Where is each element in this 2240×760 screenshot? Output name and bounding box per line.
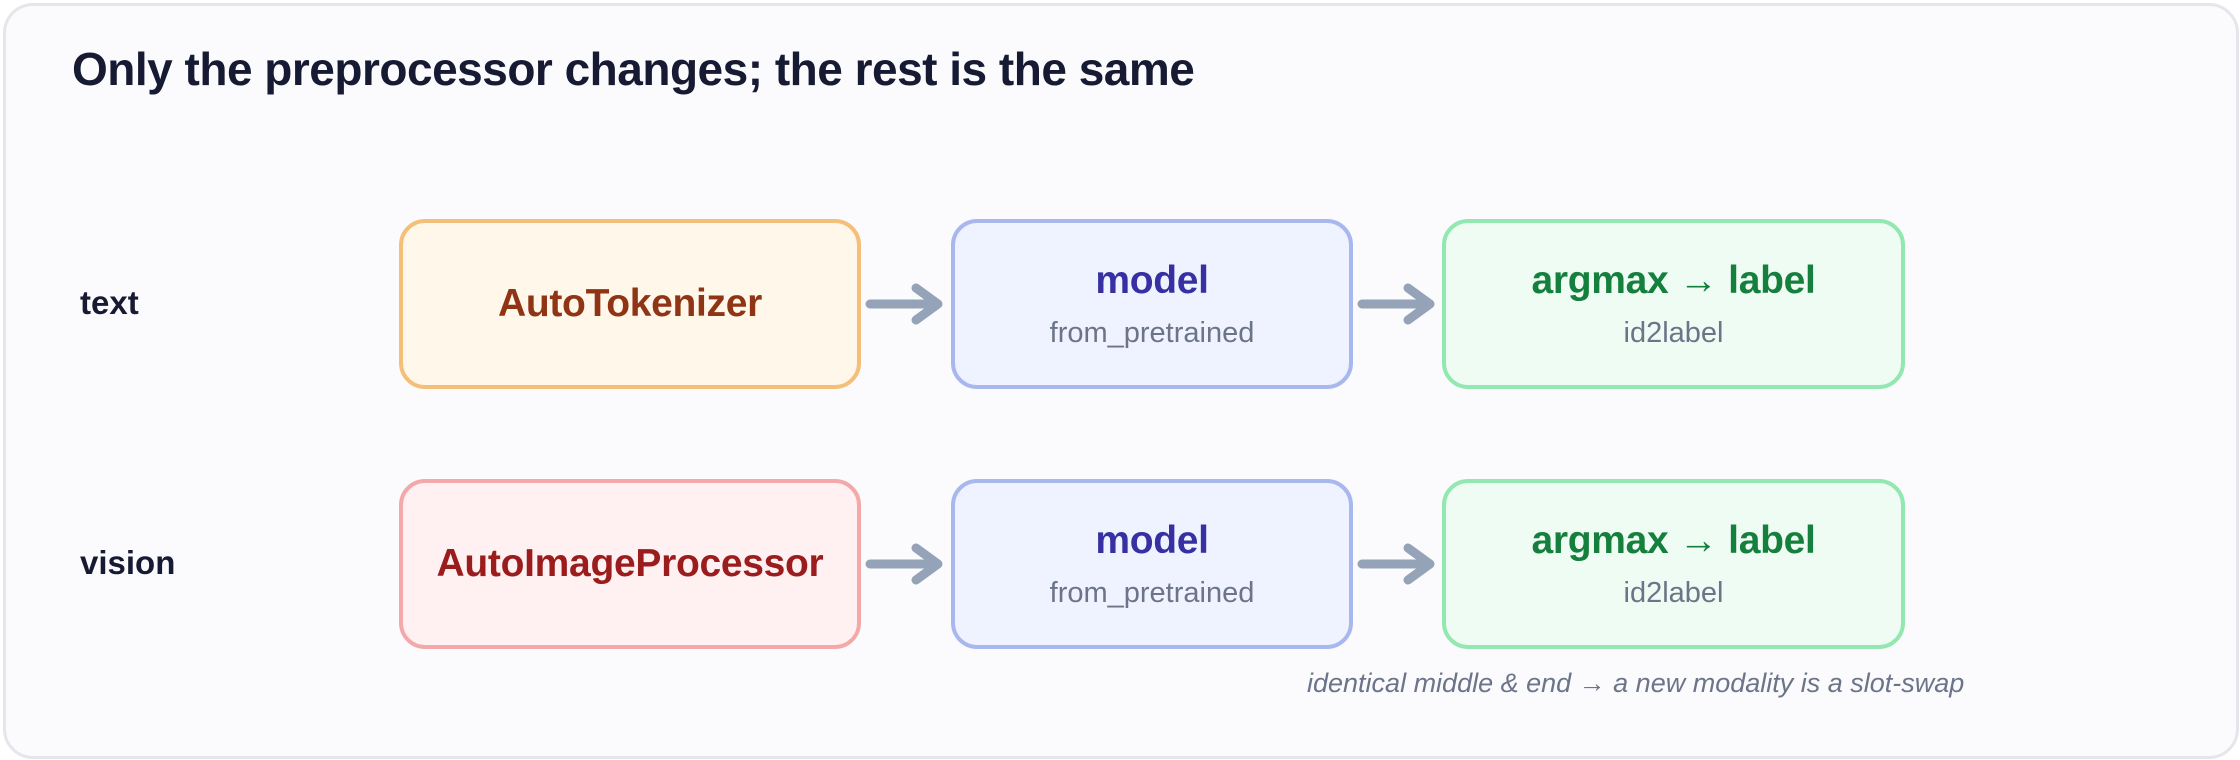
model-subtitle: from_pretrained — [1049, 316, 1255, 349]
output-subtitle: id2label — [1623, 576, 1724, 609]
preprocessor-box-vision: AutoImageProcessor — [399, 479, 861, 649]
output-box-vision: argmax → label id2label — [1442, 479, 1905, 649]
arrow-right-icon — [865, 283, 943, 325]
model-box-text: model from_pretrained — [951, 219, 1353, 389]
model-title: model — [1095, 518, 1209, 562]
arrow-right-icon — [1357, 283, 1435, 325]
output-title: argmax → label — [1531, 518, 1816, 562]
arrow-right-icon — [1357, 543, 1435, 585]
preprocessor-label: AutoTokenizer — [497, 282, 763, 325]
output-subtitle: id2label — [1623, 316, 1724, 349]
diagram-title: Only the preprocessor changes; the rest … — [72, 43, 1195, 95]
output-title: argmax → label — [1531, 258, 1816, 302]
model-title: model — [1095, 258, 1209, 302]
output-box-text: argmax → label id2label — [1442, 219, 1905, 389]
preprocessor-box-text: AutoTokenizer — [399, 219, 861, 389]
model-box-vision: model from_pretrained — [951, 479, 1353, 649]
preprocessor-label: AutoImageProcessor — [436, 542, 824, 585]
arrow-right-icon — [865, 543, 943, 585]
footnote: identical middle & end → a new modality … — [1307, 668, 1965, 698]
row-label-text: text — [80, 284, 139, 321]
row-label-vision: vision — [80, 544, 176, 581]
model-subtitle: from_pretrained — [1049, 576, 1255, 609]
